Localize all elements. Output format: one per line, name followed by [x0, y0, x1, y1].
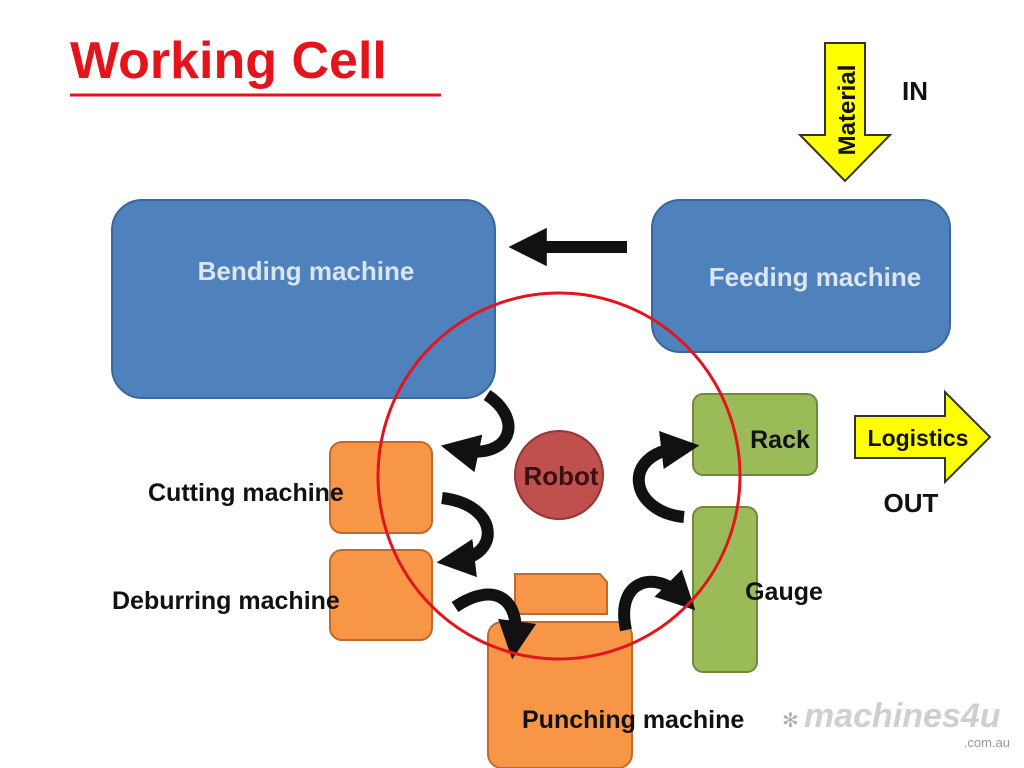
logistics-out-arrow — [854, 389, 992, 485]
gauge-label: Gauge — [745, 578, 823, 606]
robot — [514, 430, 604, 520]
bending-machine — [111, 199, 496, 399]
punching-machine — [487, 621, 633, 768]
bend-to-cut-arrow — [440, 389, 515, 473]
deburr-to-punch-arrow — [451, 588, 537, 660]
deburring-machine — [329, 549, 433, 641]
watermark-brand: machines4u — [804, 697, 1001, 735]
cutting-machine-label: Cutting machine — [148, 479, 344, 507]
logistics-label: Logistics — [868, 425, 969, 451]
cutting-machine — [329, 441, 433, 534]
deburring-machine-label: Deburring machine — [112, 587, 340, 615]
in-label: IN — [902, 76, 928, 106]
robot-label: Robot — [523, 461, 598, 491]
punching-machine-feeder — [514, 573, 608, 615]
out-label: OUT — [884, 488, 939, 518]
bending-machine-label: Bending machine — [198, 256, 415, 286]
gauge-to-rack-arrow — [633, 430, 700, 523]
feeding-machine-label: Feeding machine — [709, 262, 921, 292]
gear-icon: ✻ — [782, 710, 799, 732]
cut-to-deburr-arrow — [436, 492, 494, 578]
punching-machine-label: Punching machine — [522, 706, 744, 734]
robot-reach-circle — [376, 291, 742, 661]
punch-to-gauge-arrow — [618, 569, 696, 632]
watermark-domain: .com.au — [964, 735, 1010, 750]
rack-label: Rack — [750, 426, 810, 454]
material-in-arrow — [797, 42, 893, 183]
material-label: Material — [834, 65, 861, 156]
feeding-machine — [651, 199, 951, 353]
watermark-logo: ✻ machines4u .com.au — [782, 697, 1010, 750]
title: Working Cell — [70, 32, 387, 90]
